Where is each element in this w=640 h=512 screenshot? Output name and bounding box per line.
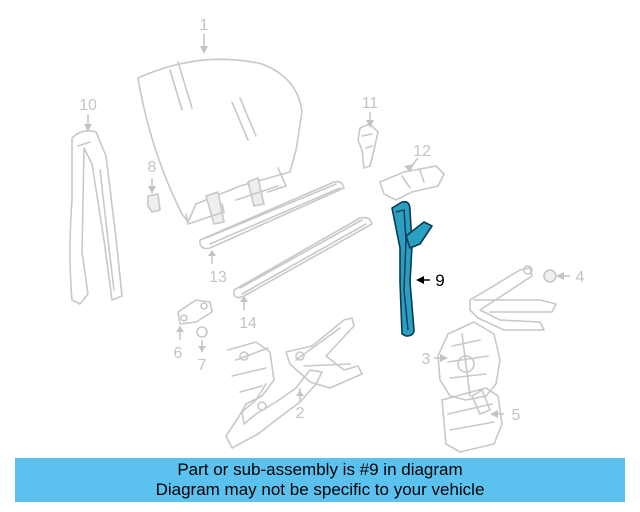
part-9-run-channel — [391, 200, 433, 337]
callout-6: 6 — [174, 345, 183, 362]
callout-8: 8 — [148, 159, 157, 176]
callout-9: 9 — [435, 271, 444, 290]
part-3-regulator — [434, 265, 557, 401]
part-10-rear-channel — [69, 114, 123, 305]
info-banner: Part or sub-assembly is #9 in diagram Di… — [15, 458, 625, 502]
callout-5: 5 — [512, 407, 521, 424]
callout-12: 12 — [413, 143, 431, 160]
part-11-bracket — [357, 112, 379, 169]
part-14-weatherstrip — [233, 216, 373, 310]
callout-11: 11 — [362, 95, 379, 112]
part-5-motor — [441, 387, 504, 453]
banner-line-1: Part or sub-assembly is #9 in diagram — [177, 460, 463, 479]
part-13-weatherstrip — [199, 180, 345, 264]
part-6-mount — [176, 299, 213, 340]
parts-diagram: 1 2 3 4 5 6 7 8 9 10 11 12 13 14 — [69, 17, 585, 453]
part-2-regulator — [225, 317, 363, 449]
part-12-bracket — [379, 157, 445, 201]
part-8-clip — [147, 178, 161, 213]
banner-line-2: Diagram may not be specific to your vehi… — [155, 480, 485, 499]
callout-10: 10 — [79, 97, 97, 114]
callout-4: 4 — [576, 269, 585, 286]
part-1-door-glass — [137, 34, 303, 225]
callout-7: 7 — [198, 357, 207, 374]
callout-2: 2 — [296, 405, 305, 422]
callout-1: 1 — [200, 17, 209, 34]
callout-3: 3 — [422, 351, 431, 368]
callout-13: 13 — [209, 269, 227, 286]
part-4-nut — [543, 269, 570, 283]
callout-14: 14 — [239, 315, 257, 332]
part-7-bolt — [196, 326, 208, 352]
